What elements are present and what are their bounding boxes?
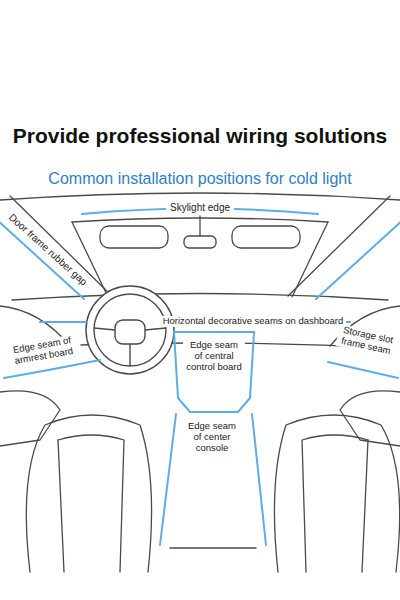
- interior-outline-part: [302, 435, 368, 572]
- position-label: Edge seam of central control board: [183, 340, 245, 373]
- steering-wheel-part: [94, 294, 166, 366]
- position-label: Door frame rubber gap: [3, 209, 92, 291]
- interior-outline-part: [12, 294, 388, 301]
- position-label: Edge seam of armrest board: [4, 334, 83, 369]
- subtitle: Common installation positions for cold l…: [6, 170, 394, 188]
- interior-outline-part: [199, 216, 200, 236]
- cold-light-strip: [0, 209, 400, 546]
- cold-light-strip-part: [316, 219, 400, 299]
- interior-outline: [0, 193, 400, 572]
- position-label: Horizontal decorative seams on dashboard: [160, 316, 346, 327]
- position-label: Skylight edge: [166, 202, 234, 214]
- position-label: Edge seam of center console: [181, 421, 243, 454]
- cold-light-strip-part: [40, 321, 86, 323]
- interior-outline-part: [340, 391, 400, 446]
- interior-outline-part: [362, 440, 368, 572]
- cold-light-strip-part: [0, 219, 84, 299]
- cold-light-strip-part: [252, 414, 266, 545]
- interior-outline-part: [170, 547, 256, 548]
- cold-light-strip-part: [160, 414, 176, 545]
- interior-outline-part: [274, 415, 399, 572]
- interior-outline-part: [184, 236, 216, 248]
- interior-outline-part: [100, 226, 168, 248]
- steering-wheel-part: [94, 328, 166, 366]
- steering-wheel-part: [115, 320, 145, 344]
- interior-outline-part: [232, 226, 300, 248]
- interior-outline-part: [0, 193, 400, 200]
- interior-outline-part: [58, 435, 124, 572]
- position-label: Storage slot frame seam: [335, 324, 398, 358]
- cold-light-strip-part: [174, 332, 254, 412]
- cold-light-strip-part: [328, 362, 398, 378]
- interior-outline-part: [58, 440, 64, 572]
- interior-outline-part: [26, 415, 151, 572]
- page-title: Provide professional wiring solutions: [8, 124, 392, 148]
- interior-outline-part: [0, 391, 60, 446]
